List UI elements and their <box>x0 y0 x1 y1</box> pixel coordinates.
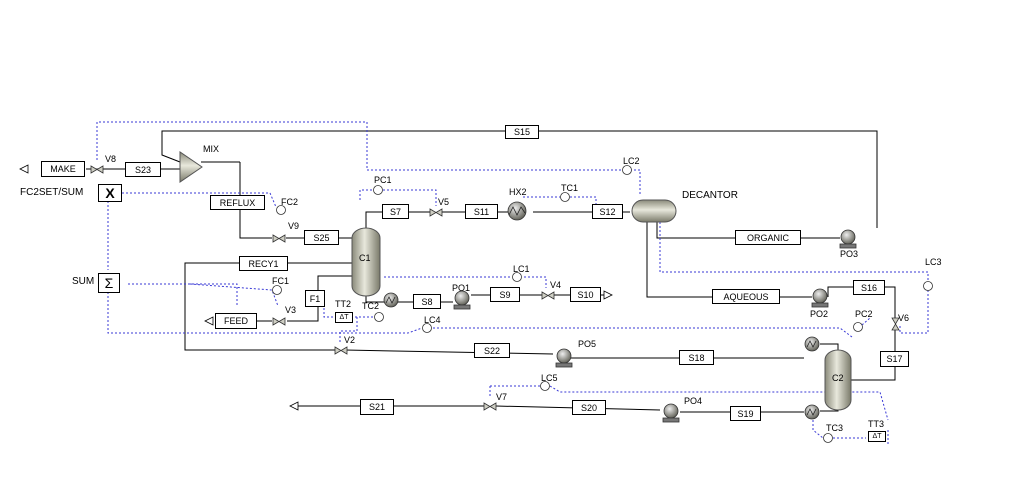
stream-s17[interactable]: S17 <box>880 351 909 367</box>
label-tc3: TC3 <box>826 423 844 433</box>
fc2-icon <box>276 205 286 215</box>
flash-f1[interactable]: F1 <box>305 290 325 307</box>
label-c1: C1 <box>359 253 371 263</box>
label-tc2: TC2 <box>362 301 380 311</box>
label-lc4: LC4 <box>424 315 441 325</box>
reboiler-c2-icon <box>804 404 820 420</box>
pump-po3-icon <box>840 229 856 245</box>
label-lc2: LC2 <box>623 156 640 166</box>
stream-s15[interactable]: S15 <box>505 125 539 139</box>
tc2-icon <box>374 312 384 322</box>
label-mix: MIX <box>203 144 220 154</box>
tc3-icon <box>823 433 833 443</box>
label-pc2: PC2 <box>855 309 873 319</box>
stream-organic[interactable]: ORGANIC <box>735 230 801 245</box>
label-po5: PO5 <box>578 339 597 349</box>
controllers <box>272 165 933 443</box>
stream-s7[interactable]: S7 <box>382 204 409 219</box>
pump-po2-icon <box>812 288 828 304</box>
valves <box>90 165 900 411</box>
stream-s18[interactable]: S18 <box>679 350 714 365</box>
label-v8: V8 <box>105 154 117 164</box>
stream-arrows <box>19 164 613 411</box>
label-po4: PO4 <box>684 396 703 406</box>
label-lc1: LC1 <box>513 264 530 274</box>
pump-po5-icon <box>556 348 572 364</box>
label-decantor: DECANTOR <box>682 190 738 201</box>
lc1-icon <box>512 272 522 282</box>
pc2-icon <box>853 322 863 332</box>
stream-s16[interactable]: S16 <box>853 280 885 295</box>
label-v7: V7 <box>496 392 508 402</box>
tt3-block[interactable]: ΔT <box>868 431 886 442</box>
label-lc3: LC3 <box>925 257 942 267</box>
label-v9: V9 <box>288 221 300 231</box>
make-block[interactable]: MAKE <box>41 161 85 177</box>
column-c2-icon <box>824 349 852 411</box>
decantor-icon <box>631 199 677 223</box>
column-c1-icon <box>351 227 381 297</box>
feed-block[interactable]: FEED <box>215 313 257 329</box>
stream-s9[interactable]: S9 <box>490 287 520 302</box>
reflux-block[interactable]: REFLUX <box>210 195 265 210</box>
label-po1: PO1 <box>452 283 471 293</box>
tc1-icon <box>560 192 570 202</box>
label-c2: C2 <box>832 373 844 383</box>
stream-s10[interactable]: S10 <box>570 287 601 302</box>
label-v5: V5 <box>438 197 450 207</box>
label-tc1: TC1 <box>561 183 579 193</box>
mixer-icon <box>179 151 203 183</box>
stream-s19[interactable]: S19 <box>730 406 761 421</box>
stream-s23[interactable]: S23 <box>125 162 161 177</box>
stream-s20[interactable]: S20 <box>572 400 606 415</box>
stream-s25[interactable]: S25 <box>304 230 339 245</box>
label-v2: V2 <box>344 335 356 345</box>
signal-lines <box>96 121 929 445</box>
label-lc5: LC5 <box>541 373 558 383</box>
stream-s12[interactable]: S12 <box>592 204 623 219</box>
label-fc1: FC1 <box>272 276 290 286</box>
lc5-icon <box>540 381 550 391</box>
label-v4: V4 <box>550 280 562 290</box>
label-po3: PO3 <box>840 249 859 259</box>
lc4-icon <box>422 323 432 333</box>
label-pc1: PC1 <box>374 175 392 185</box>
lc3-icon <box>923 281 933 291</box>
label-fc2setsum: FC2SET/SUM <box>20 187 84 198</box>
stream-s8[interactable]: S8 <box>413 294 441 309</box>
label-hx2: HX2 <box>509 187 527 197</box>
condenser-c2-icon <box>804 336 820 352</box>
pump-po1-icon <box>454 290 470 306</box>
label-v6: V6 <box>898 313 910 323</box>
label-tt3: TT3 <box>868 419 885 429</box>
label-v3: V3 <box>285 305 297 315</box>
heat-exchangers <box>383 201 820 420</box>
label-tt2: TT2 <box>335 299 352 309</box>
reboiler-c1-icon <box>383 292 399 308</box>
pump-po4-icon <box>663 403 679 419</box>
stream-s22[interactable]: S22 <box>474 343 510 358</box>
fc1-icon <box>272 285 282 295</box>
stream-recy1[interactable]: RECY1 <box>239 256 288 271</box>
hx2-icon <box>507 201 527 221</box>
label-po2: PO2 <box>810 309 829 319</box>
label-fc2: FC2 <box>281 197 299 207</box>
stream-aqueous[interactable]: AQUEOUS <box>712 289 780 304</box>
material-lines <box>86 130 896 413</box>
lc2-icon <box>622 165 632 175</box>
pc1-icon <box>373 185 383 195</box>
pumps <box>453 229 857 423</box>
tt2-block[interactable]: ΔT <box>335 312 353 323</box>
stream-s21[interactable]: S21 <box>360 399 394 415</box>
stream-s11[interactable]: S11 <box>465 204 498 219</box>
label-sum: SUM <box>72 276 95 287</box>
fc2set-block[interactable]: X <box>98 184 122 202</box>
sum-block[interactable]: Σ <box>98 273 120 293</box>
